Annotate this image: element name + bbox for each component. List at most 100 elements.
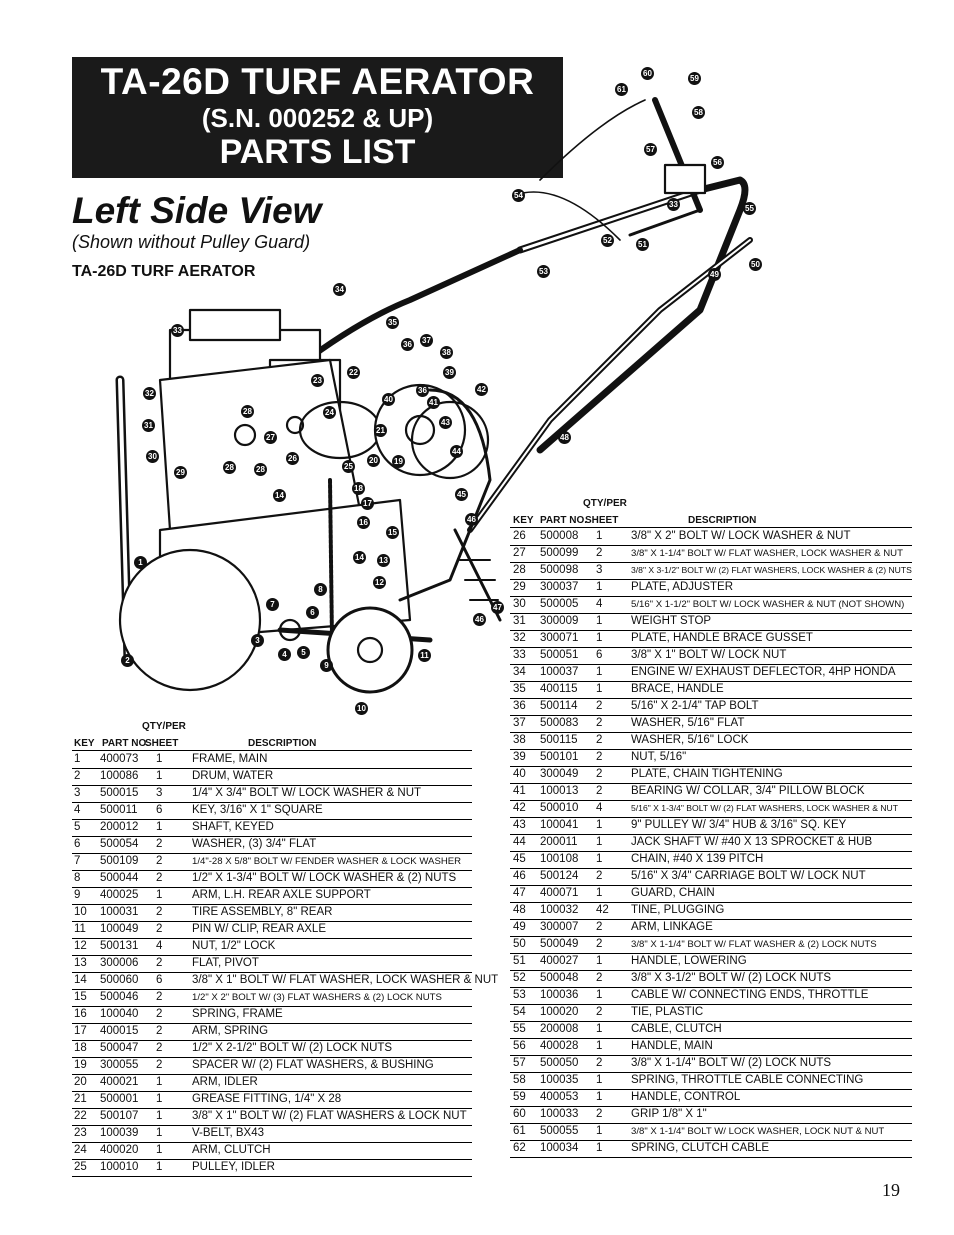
part-number: 500049 <box>540 938 579 950</box>
description-column-header: DESCRIPTION <box>688 515 757 526</box>
part-key: 58 <box>513 1074 526 1086</box>
part-callout: 18 <box>352 482 365 495</box>
part-callout: 4 <box>278 648 291 661</box>
part-callout: 46 <box>465 513 478 526</box>
part-number-column-header: PART NO. <box>540 515 588 526</box>
part-number: 500054 <box>100 838 139 850</box>
part-description: ARM, CLUTCH <box>192 1144 271 1156</box>
part-number: 500131 <box>100 940 139 952</box>
part-key: 56 <box>513 1040 526 1052</box>
part-callout: 31 <box>142 419 155 432</box>
part-qty: 2 <box>156 1042 163 1054</box>
part-key: 61 <box>513 1125 526 1137</box>
part-description: GRIP 1/8" X 1" <box>631 1108 707 1120</box>
part-description: PIN W/ CLIP, REAR AXLE <box>192 923 327 935</box>
part-callout: 19 <box>392 455 405 468</box>
exploded-diagram <box>115 97 753 694</box>
part-description: 3/8" X 1" BOLT W/ FLAT WASHER, LOCK WASH… <box>192 974 499 986</box>
part-qty: 1 <box>156 1127 163 1139</box>
part-description: 3/8" X 1-1/4" BOLT W/ LOCK WASHER, LOCK … <box>631 1126 885 1137</box>
part-callout: 1 <box>134 556 147 569</box>
part-key: 44 <box>513 836 526 848</box>
part-description: 3/8" X 1-1/4" BOLT W/ (2) LOCK NUTS <box>631 1057 832 1069</box>
part-description: NUT, 1/2" LOCK <box>192 940 276 952</box>
part-key: 40 <box>513 768 526 780</box>
part-number: 100032 <box>540 904 579 916</box>
part-key: 49 <box>513 921 526 933</box>
part-number: 100040 <box>100 1008 139 1020</box>
part-description: 5/16" X 1-1/2" BOLT W/ LOCK WASHER & NUT… <box>631 599 905 610</box>
part-callout: 21 <box>374 424 387 437</box>
title-block: TA-26D TURF AERATOR (S.N. 000252 & UP) P… <box>72 57 563 178</box>
part-qty: 2 <box>156 1025 163 1037</box>
part-description: ARM, SPRING <box>192 1025 269 1037</box>
part-qty: 1 <box>156 1161 163 1173</box>
part-callout: 12 <box>373 576 386 589</box>
description-column-header: DESCRIPTION <box>248 738 317 749</box>
part-description: PULLEY, IDLER <box>192 1161 275 1173</box>
part-number: 500001 <box>100 1093 139 1105</box>
part-qty: 1 <box>156 889 163 901</box>
part-qty: 2 <box>596 921 603 933</box>
part-number: 300009 <box>540 615 579 627</box>
part-callout: 50 <box>749 258 762 271</box>
part-callout: 59 <box>688 72 701 85</box>
part-callout: 61 <box>615 83 628 96</box>
part-number: 500114 <box>540 700 578 712</box>
part-callout: 46 <box>473 613 486 626</box>
part-qty: 2 <box>156 957 163 969</box>
part-description: ENGINE W/ EXHAUST DEFLECTOR, 4HP HONDA <box>631 666 896 678</box>
part-qty: 6 <box>156 804 163 816</box>
part-number: 100020 <box>540 1006 579 1018</box>
part-qty: 2 <box>156 855 163 867</box>
part-callout: 23 <box>311 374 324 387</box>
part-callout: 42 <box>475 383 488 396</box>
part-qty: 6 <box>156 974 163 986</box>
part-qty: 1 <box>596 632 603 644</box>
part-description: WASHER, (3) 3/4" FLAT <box>192 838 317 850</box>
part-qty: 2 <box>156 838 163 850</box>
part-qty: 1 <box>596 887 603 899</box>
part-callout: 36 <box>401 338 414 351</box>
part-description: 1/4"-28 X 5/8" BOLT W/ FENDER WASHER & L… <box>192 856 462 867</box>
part-callout: 33 <box>171 324 184 337</box>
part-qty: 2 <box>596 700 603 712</box>
part-callout: 51 <box>636 238 649 251</box>
part-number: 400021 <box>100 1076 139 1088</box>
part-key: 1 <box>74 753 81 765</box>
part-number: 300007 <box>540 921 579 933</box>
part-key: 45 <box>513 853 526 865</box>
part-key: 8 <box>74 872 81 884</box>
part-key: 6 <box>74 838 81 850</box>
part-callout: 24 <box>323 406 336 419</box>
part-description: 1/2" X 2-1/2" BOLT W/ (2) LOCK NUTS <box>192 1042 393 1054</box>
part-qty: 1 <box>596 1040 603 1052</box>
part-callout: 38 <box>440 346 453 359</box>
part-description: HANDLE, MAIN <box>631 1040 713 1052</box>
part-qty: 1 <box>596 819 603 831</box>
part-key: 25 <box>74 1161 87 1173</box>
part-qty: 1 <box>596 666 603 678</box>
part-callout: 40 <box>382 393 395 406</box>
part-callout: 6 <box>306 606 319 619</box>
part-description: 3/8" X 1" BOLT W/ (2) FLAT WASHERS & LOC… <box>192 1110 467 1122</box>
part-qty: 1 <box>156 753 163 765</box>
part-description: ARM, IDLER <box>192 1076 258 1088</box>
part-callout: 17 <box>361 497 374 510</box>
part-number: 500109 <box>100 855 139 867</box>
part-number: 500101 <box>540 751 579 763</box>
part-number: 500044 <box>100 872 139 884</box>
part-description: 3/8" X 3-1/2" BOLT W/ (2) LOCK NUTS <box>631 972 832 984</box>
